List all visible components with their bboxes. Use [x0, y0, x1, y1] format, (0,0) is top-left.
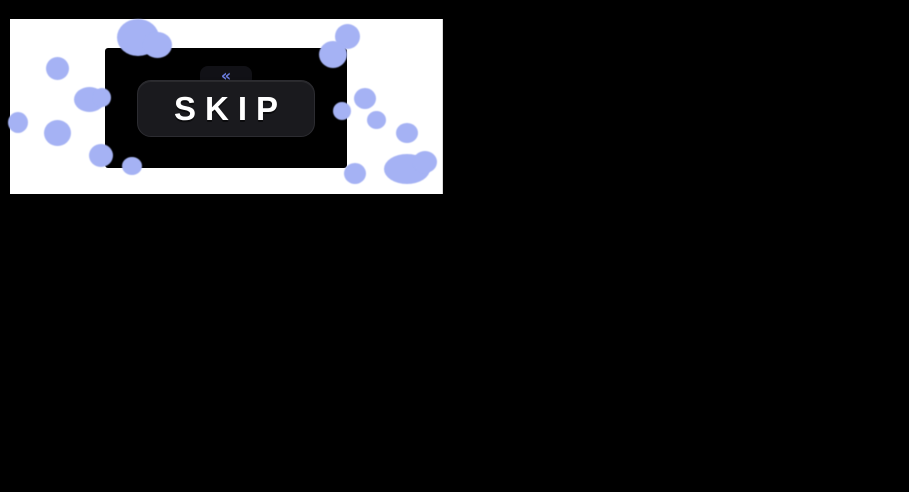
double-chevron-left-icon: «	[220, 65, 232, 85]
skip-overlay: « SKIP	[105, 48, 347, 168]
skip-button[interactable]: SKIP	[137, 80, 315, 137]
skip-button-label: SKIP	[173, 89, 288, 127]
drawing-canvas[interactable]: « SKIP	[10, 19, 442, 194]
